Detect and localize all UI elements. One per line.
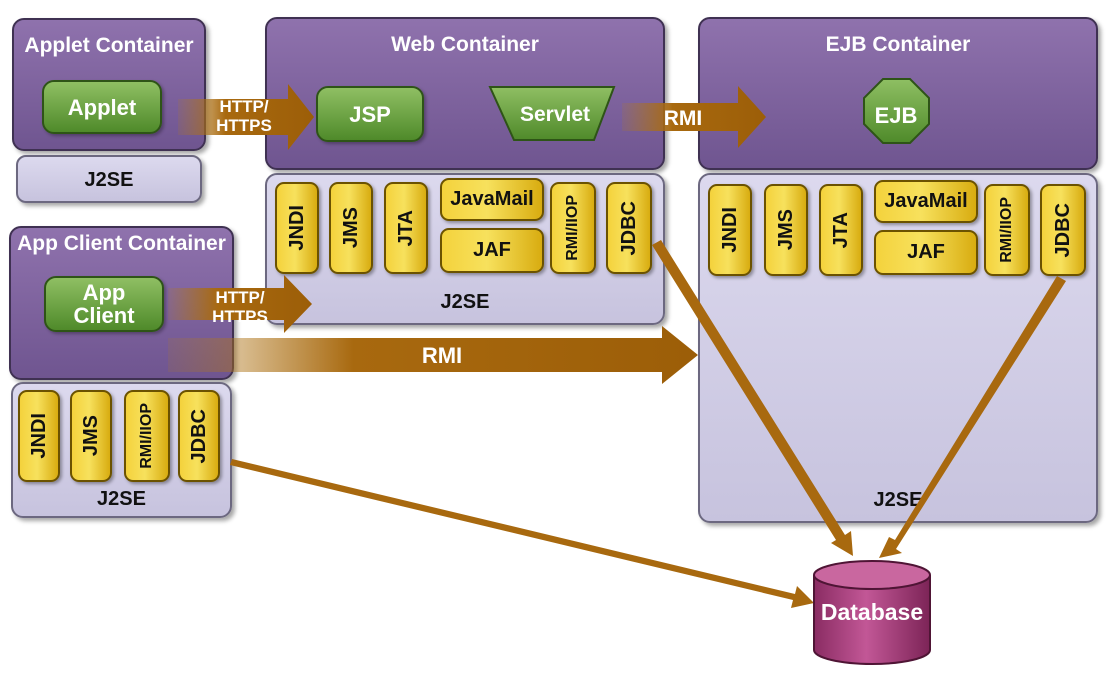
api-client-jms: JMS (70, 390, 112, 482)
api-web-jta: JTA (384, 182, 428, 274)
api-web-rmi-iiop: RMI/IIOP (550, 182, 596, 274)
ejb-j2se-label: J2SE (873, 489, 923, 511)
applet-component: Applet (42, 80, 162, 134)
app-client-container-title: App Client Container (17, 232, 226, 255)
arrow-ejb-jdbc-to-db (879, 276, 1066, 558)
arrow-client-to-web (168, 275, 312, 333)
api-ejb-jdbc: JDBC (1040, 184, 1086, 276)
arrow-client-to-ejb (168, 326, 698, 384)
app-client-component: App Client (44, 276, 164, 332)
ejb-label: EJB (875, 103, 918, 128)
ejb-container-title: EJB Container (825, 33, 971, 56)
api-web-jdbc: JDBC (606, 182, 652, 274)
api-web-javamail: JavaMail (440, 178, 544, 221)
servlet-label: Servlet (520, 103, 590, 126)
api-client-jdbc: JDBC (178, 390, 220, 482)
web-container-title: Web Container (391, 33, 539, 56)
arrow-client-to-ejb-label: RMI (422, 343, 462, 368)
database: Database (813, 560, 931, 665)
api-ejb-jndi: JNDI (708, 184, 752, 276)
api-web-jms: JMS (329, 182, 373, 274)
app-client-label: App Client (73, 280, 135, 328)
arrow-web-to-ejb (622, 86, 766, 148)
api-ejb-jms: JMS (764, 184, 808, 276)
arrow-client-to-web-label: HTTP/HTTPS (212, 288, 268, 326)
database-label: Database (821, 599, 923, 625)
api-ejb-jaf: JAF (874, 230, 978, 275)
arrow-applet-to-web-label: HTTP/HTTPS (216, 97, 272, 135)
applet-j2se-platform: J2SE (16, 155, 202, 203)
api-client-rmi-iiop: RMI/IIOP (124, 390, 170, 482)
arrow-web-to-ejb-label: RMI (664, 107, 703, 130)
database-body (813, 575, 931, 665)
api-ejb-jta: JTA (819, 184, 863, 276)
web-j2se-label: J2SE (440, 291, 490, 313)
arrow-client-jdbc-to-db (230, 459, 814, 608)
database-top (813, 560, 931, 590)
arrow-applet-to-web (178, 84, 314, 150)
api-client-jndi: JNDI (18, 390, 60, 482)
api-web-jndi: JNDI (275, 182, 319, 274)
api-web-jaf: JAF (440, 228, 544, 273)
ejb-component (863, 78, 930, 144)
app-client-j2se-label: J2SE (97, 488, 146, 510)
applet-container-title: Applet Container (24, 34, 194, 57)
applet-j2se-label: J2SE (84, 169, 134, 191)
api-ejb-javamail: JavaMail (874, 180, 978, 223)
servlet-component (488, 86, 616, 141)
jsp-component: JSP (316, 86, 424, 142)
api-ejb-rmi-iiop: RMI/IIOP (984, 184, 1030, 276)
arrow-web-jdbc-to-db (652, 240, 853, 556)
jdbc-connections (230, 240, 1066, 608)
